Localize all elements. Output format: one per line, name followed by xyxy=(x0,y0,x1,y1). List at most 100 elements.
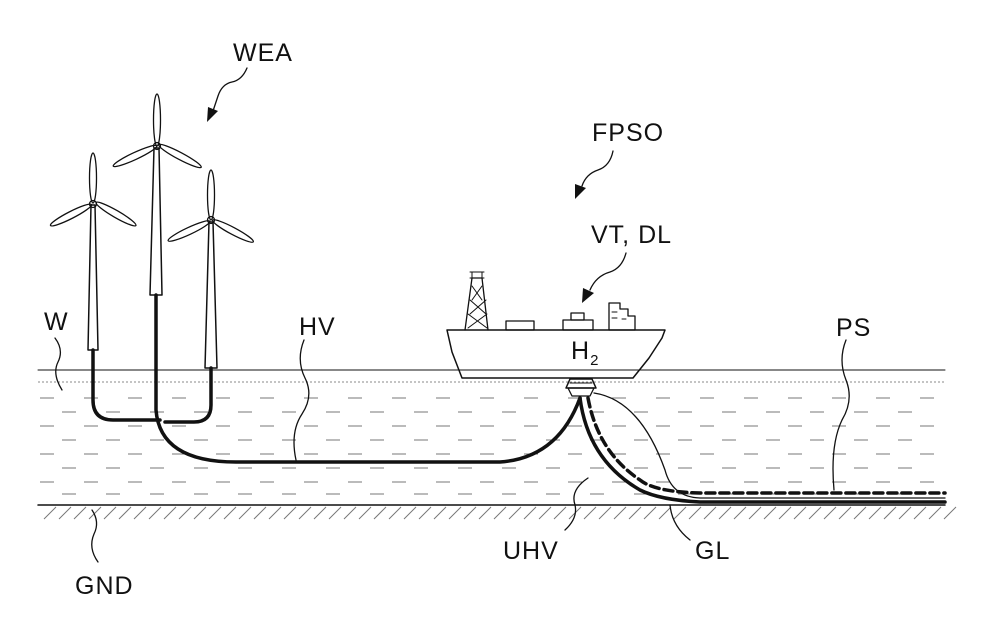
seabed-hatch-line xyxy=(314,507,326,519)
seabed-hatch-line xyxy=(104,507,116,519)
vt-dl-module xyxy=(563,320,593,330)
seabed-hatch-line xyxy=(539,507,551,519)
risers xyxy=(580,393,945,502)
seabed-hatch-line xyxy=(134,507,146,519)
uhv-leader xyxy=(565,478,588,530)
seabed-hatch-line xyxy=(734,507,746,519)
hv-leader xyxy=(294,340,309,460)
seabed-hatch-line xyxy=(719,507,731,519)
seabed-hatch-line xyxy=(794,507,806,519)
vt-dl-arrowhead xyxy=(582,288,594,303)
label-w: W xyxy=(44,308,69,336)
leader-lines xyxy=(55,68,849,562)
seabed-hatch-line xyxy=(164,507,176,519)
seabed-hatch-line xyxy=(239,507,251,519)
turbine-tower xyxy=(150,148,162,295)
turbine-blade-right xyxy=(94,199,137,228)
label-wea: WEA xyxy=(233,39,293,67)
seabed-hatch-line xyxy=(329,507,341,519)
seabed-hatch-line xyxy=(914,507,926,519)
seabed-hatch-line xyxy=(764,507,776,519)
turbine-blade-up xyxy=(154,94,161,146)
fpso-arrow xyxy=(582,151,613,186)
seabed-hatch-line xyxy=(179,507,191,519)
seabed-hatch-line xyxy=(524,507,536,519)
turret-base xyxy=(568,388,594,396)
seabed-hatching xyxy=(44,507,956,519)
seabed-hatch-line xyxy=(824,507,836,519)
seabed-hatch-line xyxy=(659,507,671,519)
label-fpso: FPSO xyxy=(592,119,664,147)
turbine-blade-right xyxy=(211,217,255,245)
seabed-hatch-line xyxy=(644,507,656,519)
seabed-hatch-line xyxy=(809,507,821,519)
deck-house xyxy=(506,321,534,330)
seabed-hatch-line xyxy=(689,507,701,519)
wea-arrow xyxy=(212,68,247,114)
turbine-tower xyxy=(205,222,217,368)
labels: WEA FPSO VT, DL W HV PS UHV GL GND xyxy=(44,39,871,600)
seabed-hatch-line xyxy=(344,507,356,519)
ship-hull xyxy=(447,330,665,378)
seabed-hatch-line xyxy=(434,507,446,519)
seabed-hatch-line xyxy=(869,507,881,519)
wea-arrowhead xyxy=(207,107,218,122)
uhv-riser xyxy=(580,398,945,502)
vt-dl-module-top xyxy=(571,313,584,320)
seabed-hatch-line xyxy=(389,507,401,519)
seabed-hatch-line xyxy=(554,507,566,519)
gnd-leader xyxy=(92,510,98,562)
seabed-hatch-line xyxy=(224,507,236,519)
seabed-hatch-line xyxy=(464,507,476,519)
vt-dl-arrow xyxy=(590,253,626,290)
seabed-hatch-line xyxy=(74,507,86,519)
seabed-hatch-line xyxy=(884,507,896,519)
seabed-hatch-line xyxy=(209,507,221,519)
label-uhv: UHV xyxy=(503,537,559,565)
seabed-hatch-line xyxy=(44,507,56,519)
seabed-hatch-line xyxy=(509,507,521,519)
seabed-hatch-line xyxy=(449,507,461,519)
turbine-blade-left xyxy=(112,143,158,170)
label-ps: PS xyxy=(836,314,871,342)
seabed-hatch-line xyxy=(779,507,791,519)
seabed-hatch-line xyxy=(584,507,596,519)
turbine-blade-up xyxy=(208,170,215,220)
seabed-hatch-line xyxy=(269,507,281,519)
seabed-hatch-line xyxy=(944,507,956,519)
seabed-hatch-line xyxy=(614,507,626,519)
seabed-hatch-line xyxy=(929,507,941,519)
ship-superstructure xyxy=(609,303,635,330)
turbine-blade-up xyxy=(90,153,97,203)
seabed-hatch-line xyxy=(704,507,716,519)
turbine-blade-right xyxy=(157,142,203,171)
water-body xyxy=(38,370,945,494)
label-gl: GL xyxy=(695,537,730,565)
fpso-ship: H2 xyxy=(447,272,665,396)
seabed-hatch-line xyxy=(749,507,761,519)
seabed-hatch-line xyxy=(419,507,431,519)
seabed-hatch-line xyxy=(299,507,311,519)
seabed-hatch-line xyxy=(194,507,206,519)
w-leader xyxy=(55,338,62,390)
wind-turbine-right xyxy=(167,170,255,368)
seabed-hatch-line xyxy=(359,507,371,519)
seabed-hatch-line xyxy=(629,507,641,519)
seabed-hatch-line xyxy=(404,507,416,519)
ps-leader xyxy=(833,340,849,490)
seabed-hatch-line xyxy=(119,507,131,519)
turbine-blade-left xyxy=(167,218,212,244)
label-vt-dl: VT, DL xyxy=(591,221,672,249)
seabed xyxy=(38,505,956,519)
turbine-cable-left xyxy=(93,350,160,420)
seabed-hatch-line xyxy=(674,507,686,519)
gl-leader xyxy=(670,505,690,540)
seabed-hatch-line xyxy=(839,507,851,519)
seabed-hatch-line xyxy=(479,507,491,519)
seabed-hatch-line xyxy=(599,507,611,519)
turbine-blade-left xyxy=(49,201,93,228)
fpso-arrowhead xyxy=(575,184,586,199)
seabed-hatch-line xyxy=(149,507,161,519)
h2-label: H2 xyxy=(571,337,599,369)
